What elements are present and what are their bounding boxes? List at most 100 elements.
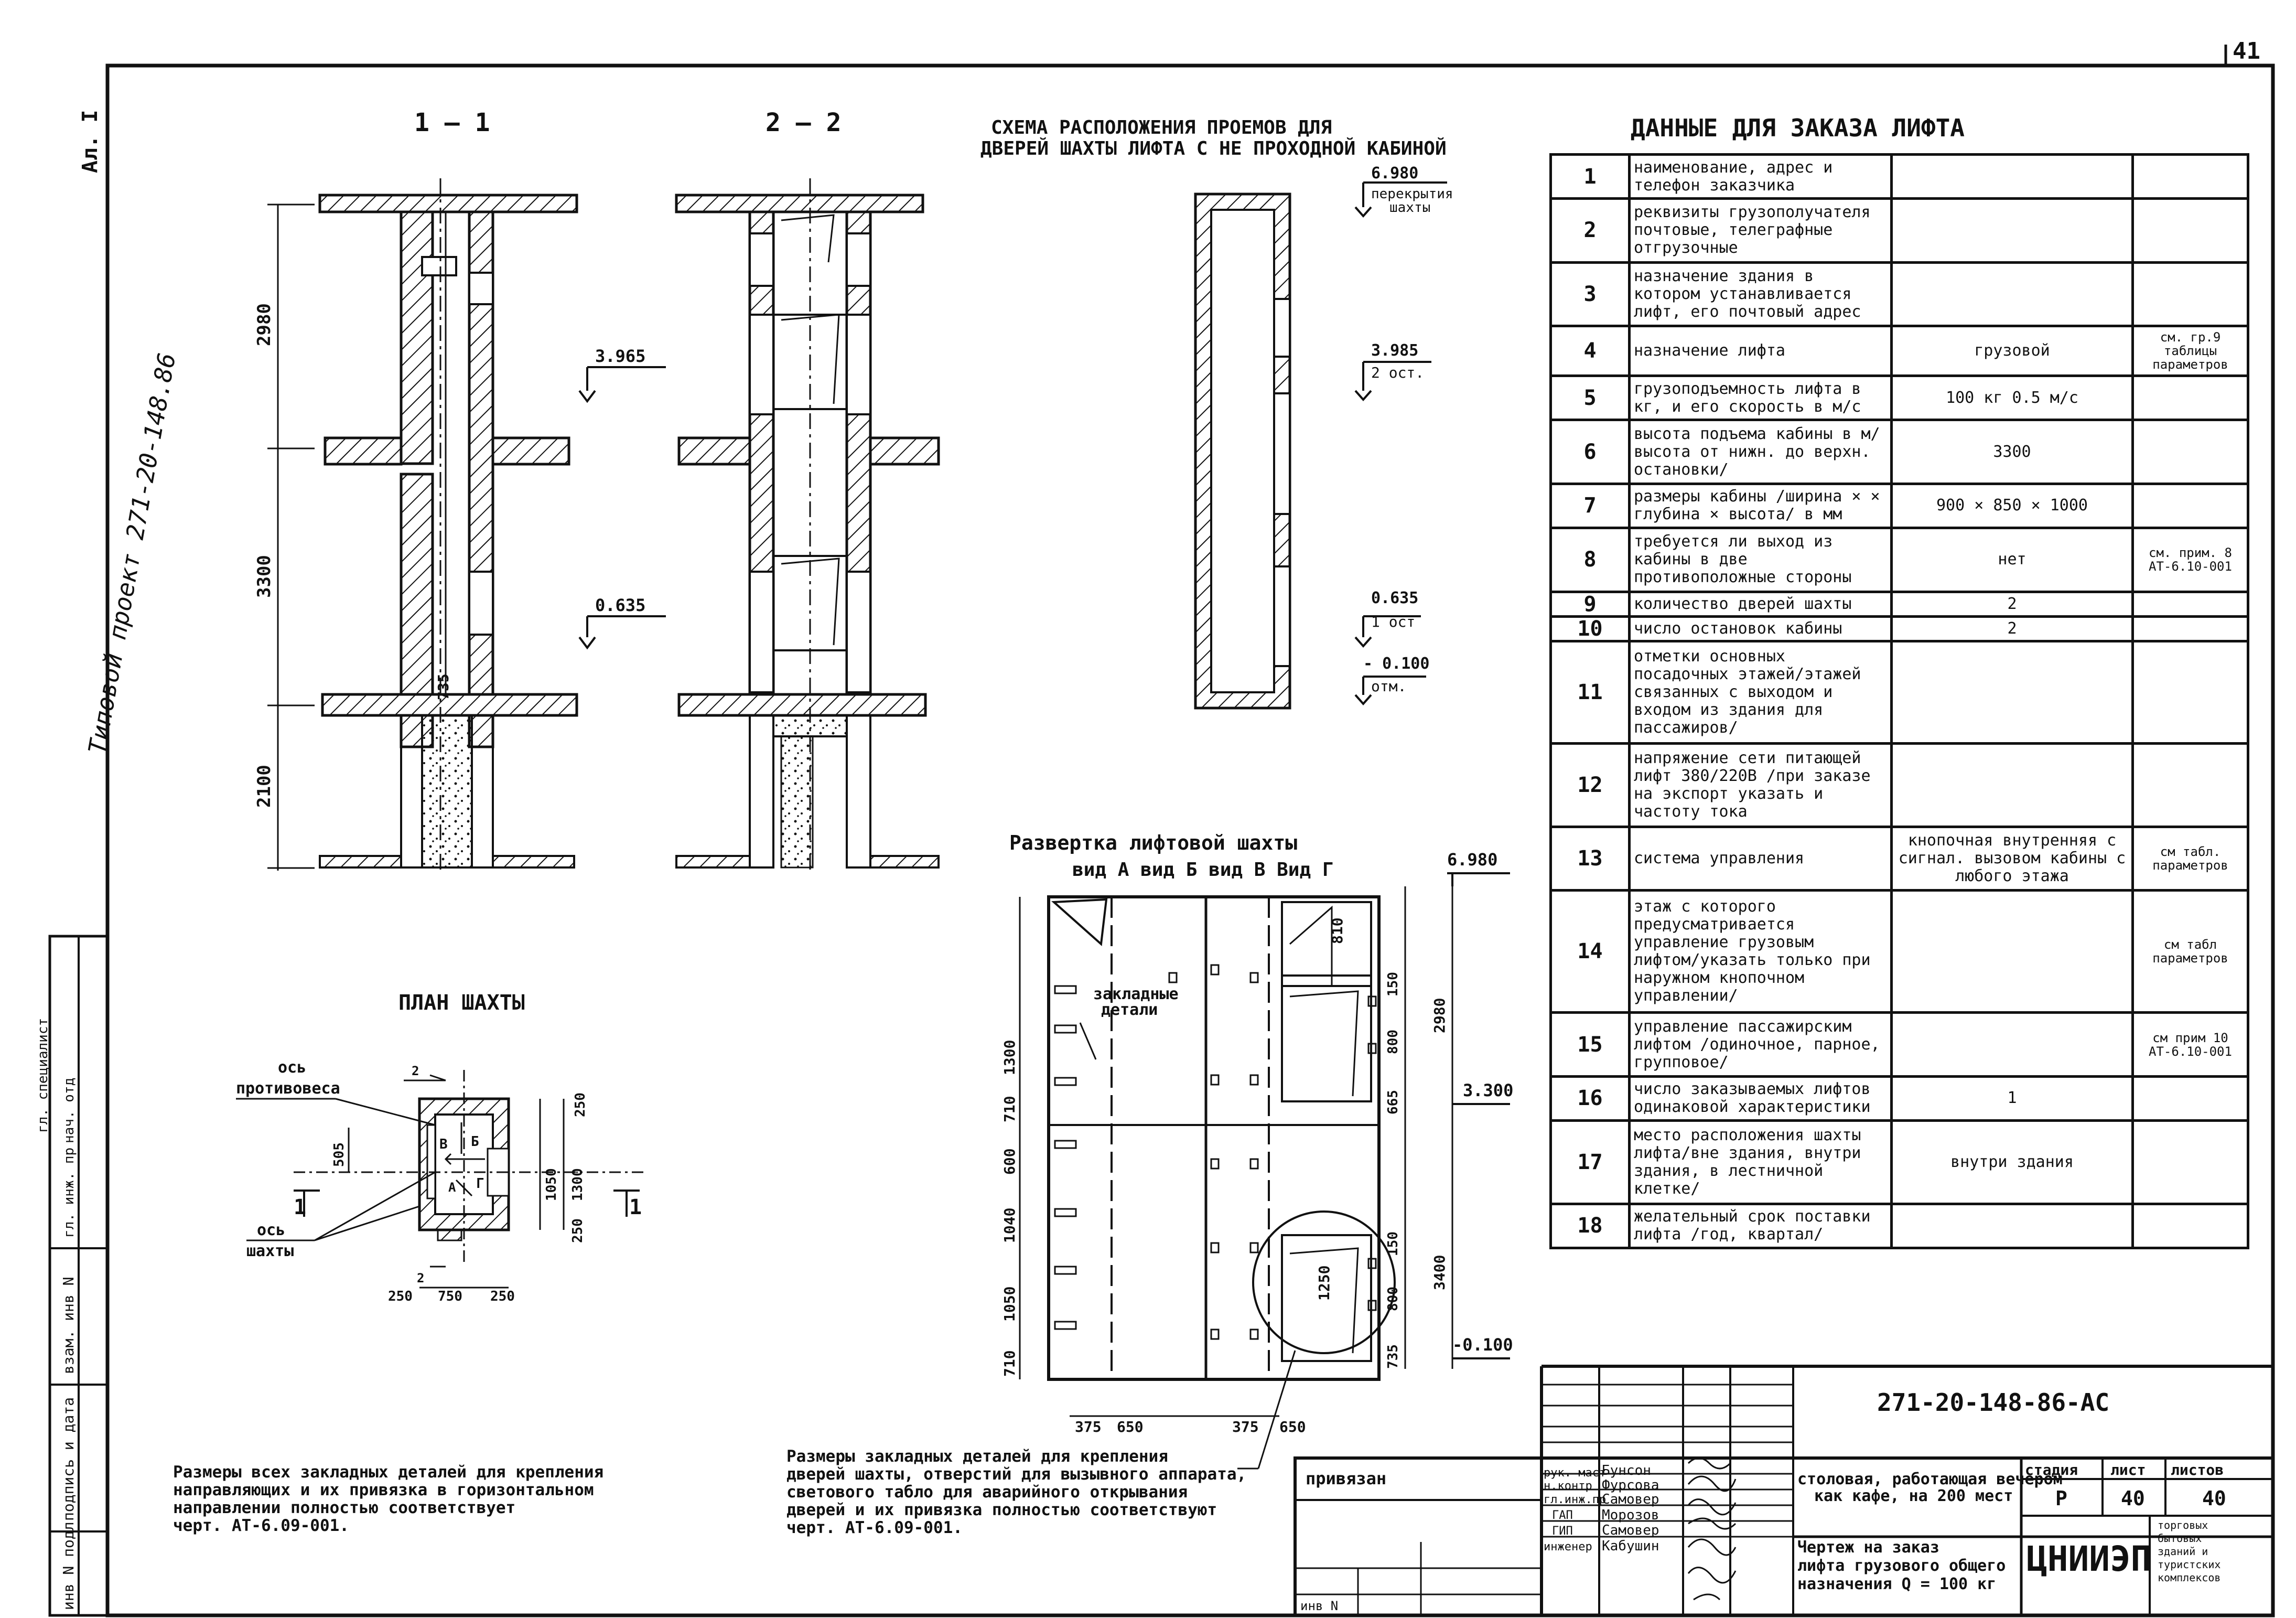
- strip-label-1: инв N подл: [60, 1521, 77, 1610]
- strip-label-3: взам. инв N: [60, 1277, 77, 1374]
- top-left-label: Ал. I: [78, 110, 102, 173]
- row-ref: [2131, 374, 2249, 422]
- dev-level-3300: 3.300: [1463, 1080, 1513, 1100]
- dim-3300: 3300: [254, 555, 275, 598]
- order-table-title: ДАННЫЕ ДЛЯ ЗАКАЗА ЛИФТА: [1631, 114, 1965, 142]
- development-views: вид А вид Б вид В Вид Г: [1072, 859, 1334, 881]
- dev-level-0100: -0.100: [1452, 1335, 1513, 1355]
- row-name: назначение лифта: [1628, 325, 1893, 378]
- note-center: Размеры закладных деталей для крепления …: [786, 1447, 1247, 1537]
- org-note-4: туристских: [2158, 1558, 2220, 1571]
- row-value: 2: [1890, 590, 2134, 618]
- row-number: 9: [1549, 590, 1631, 618]
- drawing-line-1: Чертеж на заказ: [1797, 1538, 1939, 1557]
- section-2-title: 2 — 2: [766, 108, 842, 137]
- row-ref: [2131, 482, 2249, 530]
- sheets-header: листов: [2171, 1461, 2224, 1478]
- plan-dim-250b: 250: [570, 1218, 586, 1243]
- dev-dim-150a: 150: [1385, 972, 1401, 996]
- shaft-development: Развертка лифтовой шахты вид А вид Б вид…: [1001, 831, 1513, 1470]
- svg-text:ГИП: ГИП: [1552, 1525, 1573, 1538]
- plan-label-b: Б: [471, 1134, 479, 1150]
- row-number: 2: [1549, 197, 1631, 264]
- row-value: 100 кг 0.5 м/с: [1890, 374, 2134, 422]
- row-value: внутри здания: [1890, 1119, 2134, 1205]
- level-0635-note: 1 ост: [1371, 613, 1415, 630]
- org-note-2: бытовых: [2158, 1532, 2202, 1545]
- svg-text:Самовер: Самовер: [1602, 1523, 1659, 1538]
- row-name: назначение здания в котором устанавливае…: [1628, 261, 1893, 328]
- plan-mark-2-bottom: 2: [417, 1271, 424, 1285]
- row-name: управление пассажирским лифтом /одиночно…: [1628, 1011, 1893, 1078]
- row-value: [1890, 742, 2134, 828]
- level-0100-note: отм.: [1371, 678, 1406, 695]
- dev-dim-150b: 150: [1385, 1231, 1401, 1256]
- svg-text:рук. маст: рук. маст: [1544, 1466, 1606, 1480]
- row-ref: см табл. параметров: [2131, 825, 2249, 892]
- row-number: 3: [1549, 261, 1631, 328]
- row-number: 18: [1549, 1202, 1631, 1250]
- dev-dim-800a: 800: [1385, 1030, 1401, 1054]
- plan-mark-1-right: 1: [629, 1195, 642, 1219]
- object-line-1: столовая, работающая вечером: [1797, 1470, 2063, 1488]
- sheet-header: лист: [2110, 1461, 2146, 1478]
- dev-dim-800b: 800: [1385, 1287, 1401, 1311]
- row-ref: [2131, 1119, 2249, 1205]
- level-6980-note-1: перекрытия: [1371, 186, 1453, 202]
- plan-label-a: А: [448, 1180, 456, 1195]
- row-ref: [2131, 1075, 2249, 1122]
- plan-dim-1050: 1050: [544, 1168, 559, 1201]
- drawing-code: 271-20-148-86-АС: [1877, 1388, 2109, 1417]
- dim-2100: 2100: [254, 765, 275, 808]
- row-number: 14: [1549, 889, 1631, 1014]
- strip-label-6: гл. специалист: [35, 1018, 51, 1133]
- row-ref: см прим 10 АТ-6.10-001: [2131, 1011, 2249, 1078]
- level-0635: 0.635: [1371, 589, 1418, 607]
- tied-label: привязан: [1306, 1469, 1386, 1488]
- row-value: 2: [1890, 615, 2134, 642]
- sheets-value: 40: [2202, 1487, 2226, 1510]
- row-value: грузовой: [1890, 325, 2134, 378]
- strip-label-5: нач. отд: [61, 1078, 77, 1143]
- row-ref: [2131, 639, 2249, 745]
- svg-text:Самовер: Самовер: [1602, 1492, 1659, 1507]
- section-1-title: 1 — 1: [414, 108, 490, 137]
- row-number: 10: [1549, 615, 1631, 642]
- axis-counterweight-2: противовеса: [236, 1079, 340, 1098]
- row-value: нет: [1890, 527, 2134, 593]
- row-ref: [2131, 742, 2249, 828]
- section-2-2: 2 — 2: [675, 108, 940, 871]
- level-6980: 6.980: [1371, 164, 1418, 183]
- strip-label-4: гл. инж. пр: [61, 1148, 77, 1238]
- org-note-1: торговых: [2158, 1519, 2208, 1531]
- row-ref: [2131, 153, 2249, 200]
- row-ref: [2131, 615, 2249, 642]
- row-number: 7: [1549, 482, 1631, 530]
- row-ref: [2131, 197, 2249, 264]
- dev-dim-810: 810: [1329, 917, 1346, 944]
- inv-label: инв N: [1300, 1599, 1338, 1613]
- dev-dim-600: 600: [1001, 1148, 1018, 1175]
- row-ref: [2131, 590, 2249, 618]
- dim-2980: 2980: [254, 303, 275, 346]
- row-name: высота подъема кабины в м/высота от нижн…: [1628, 419, 1893, 485]
- dev-dim-1050: 1050: [1001, 1287, 1018, 1322]
- row-ref: см табл параметров: [2131, 889, 2249, 1014]
- row-name: требуется ли выход из кабины в две проти…: [1628, 527, 1893, 593]
- svg-text:Морозов: Морозов: [1602, 1507, 1659, 1523]
- drawing-line-2: лифта грузового общего: [1797, 1557, 2006, 1575]
- plan-label-g: Г: [476, 1176, 484, 1192]
- plan-title: ПЛАН ШАХТЫ: [398, 991, 525, 1015]
- plan-dim-750: 750: [438, 1289, 462, 1304]
- level-0100: - 0.100: [1363, 655, 1429, 673]
- organization-logo: ЦНИИЭП: [2026, 1539, 2151, 1579]
- level-3965: 3.965: [595, 346, 645, 366]
- section-1-1: 1 — 1 2980 3300 2100 735: [254, 108, 666, 871]
- embedded-label-1: закладные: [1093, 985, 1179, 1003]
- sheet-number: 41: [2233, 38, 2260, 65]
